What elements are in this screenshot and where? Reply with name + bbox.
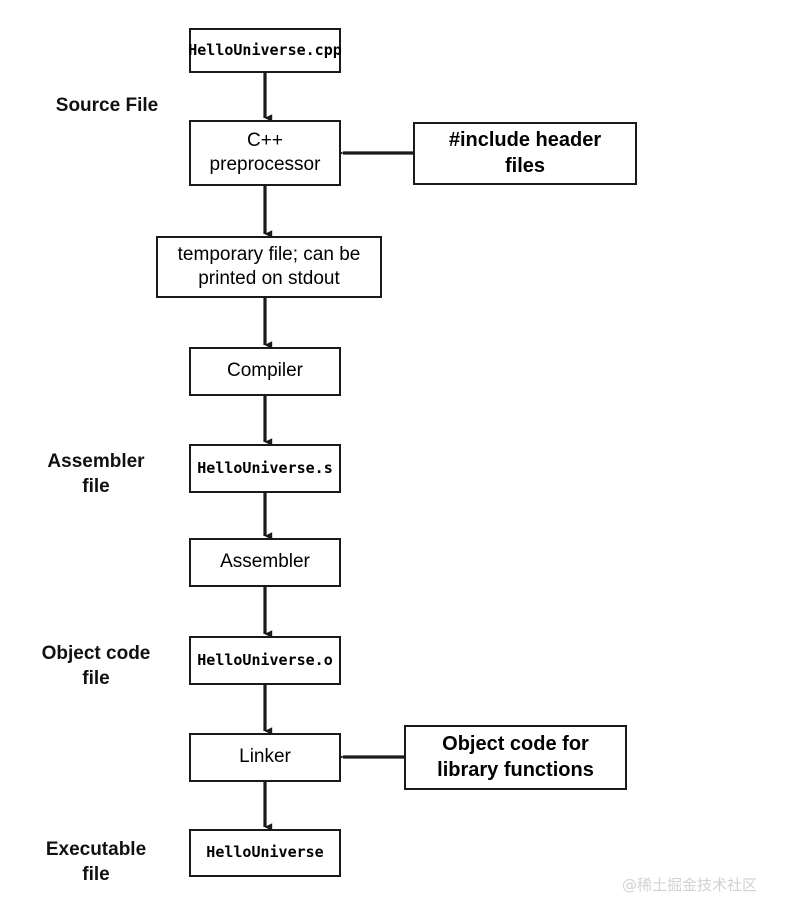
- node-label-hellouniverse-exe: HelloUniverse: [206, 843, 324, 862]
- node-label-compiler: Compiler: [226, 360, 304, 382]
- node-label-hellouniverse-s: HelloUniverse.s: [197, 458, 333, 477]
- node-label-temporary-file: temporary file; can be printed on stdout: [177, 243, 361, 289]
- node-label-object-code-library: Object code for library functions: [437, 732, 594, 781]
- node-temporary-file: temporary file; can be printed on stdout: [156, 236, 382, 298]
- node-hellouniverse-exe: HelloUniverse: [189, 829, 341, 877]
- stage-label-executable-file: Executable file: [45, 839, 147, 886]
- node-label-cpp-preprocessor: C++ preprocessor: [209, 129, 321, 175]
- node-compiler: Compiler: [189, 347, 341, 396]
- node-cpp-preprocessor: C++ preprocessor: [189, 120, 341, 186]
- node-label-assembler: Assembler: [220, 551, 310, 573]
- node-hellouniverse-cpp: HelloUniverse.cpp: [188, 28, 342, 73]
- node-assembler: Assembler: [189, 538, 341, 587]
- stage-label-assembler-file: Assembler file: [47, 451, 145, 498]
- node-hellouniverse-s: HelloUniverse.s: [189, 444, 341, 493]
- node-label-hellouniverse-o: HelloUniverse.o: [197, 650, 333, 669]
- node-include-header-files: #include header files: [413, 122, 637, 185]
- stage-label-object-code-file: Object code file: [41, 643, 151, 690]
- node-hellouniverse-o: HelloUniverse.o: [189, 636, 341, 685]
- node-label-include-header-files: #include header files: [448, 128, 602, 177]
- node-label-hellouniverse-cpp: HelloUniverse.cpp: [188, 40, 342, 59]
- stage-label-source-file: Source File: [55, 95, 159, 116]
- node-label-linker: Linker: [239, 746, 291, 768]
- node-linker: Linker: [189, 733, 341, 782]
- watermark: @稀土掘金技术社区: [622, 876, 758, 894]
- node-object-code-library: Object code for library functions: [404, 725, 627, 790]
